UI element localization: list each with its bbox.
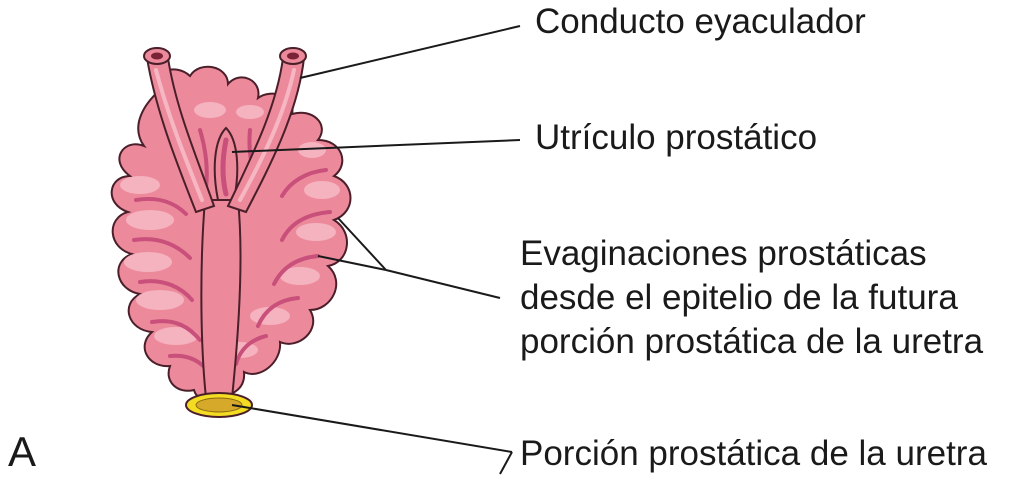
- duct-opening-right-inner: [287, 53, 299, 60]
- label-evaginaciones: Evaginaciones prostáticas desde el epite…: [520, 232, 983, 364]
- urethra-stalk: [201, 200, 240, 398]
- leader-evag-c: [386, 270, 500, 298]
- label-conducto-eyaculador: Conducto eyaculador: [535, 0, 866, 44]
- label-evaginaciones-line3: porción prostática de la uretra: [520, 320, 983, 364]
- label-evaginaciones-line1: Evaginaciones prostáticas: [520, 232, 983, 276]
- label-utriculo-prostatico: Utrículo prostático: [535, 116, 817, 160]
- leader-conducto: [300, 26, 520, 78]
- leader-porcion-tick: [500, 452, 512, 474]
- duct-opening-left-inner: [151, 53, 163, 60]
- label-evaginaciones-line2: desde el epitelio de la futura: [520, 276, 983, 320]
- panel-letter: A: [8, 430, 36, 474]
- leader-porcion: [232, 405, 512, 452]
- label-porcion-prostatica: Porción prostática de la uretra: [520, 432, 987, 476]
